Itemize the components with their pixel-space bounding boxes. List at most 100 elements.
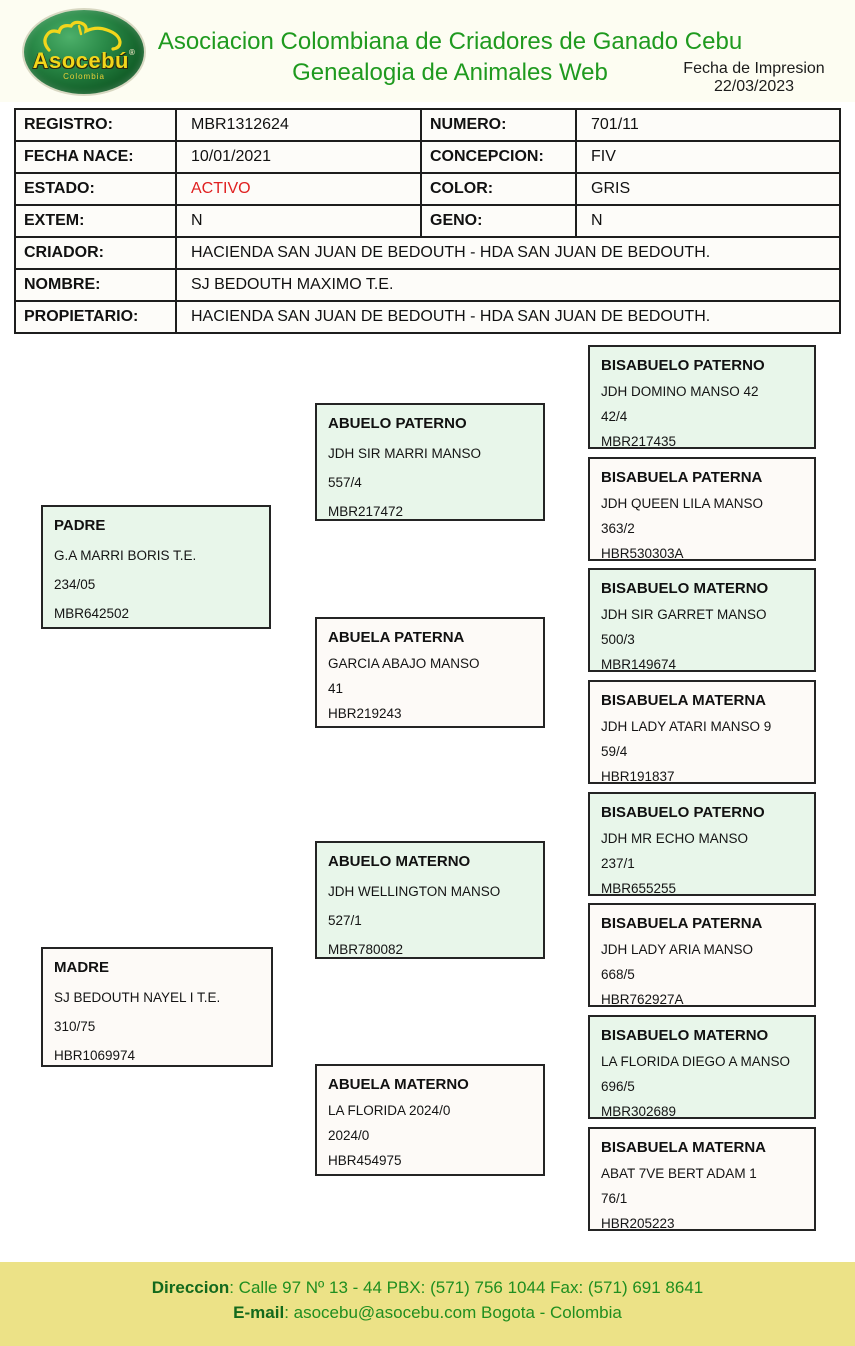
bisabuelo-number: 76/1: [601, 1191, 628, 1206]
extem-label: EXTEM:: [16, 206, 177, 236]
page-subtitle: Genealogia de Animales Web: [292, 59, 608, 86]
bisabuelo-registry: HBR205223: [601, 1216, 675, 1231]
padre-title: PADRE: [54, 517, 106, 534]
padre-name: G.A MARRI BORIS T.E.: [54, 548, 197, 563]
abuela-paterna-number: 41: [328, 681, 344, 696]
bisabuelo-number: 42/4: [601, 409, 628, 424]
abuela-materna-registry: HBR454975: [328, 1153, 402, 1168]
registered-trademark: ®: [129, 48, 136, 57]
numero-label: NUMERO:: [422, 110, 577, 140]
bisabuelo-box-6: BISABUELA PATERNA JDH LADY ARIA MANSO 66…: [588, 903, 816, 1007]
bisabuelo-box-2: BISABUELA PATERNA JDH QUEEN LILA MANSO 3…: [588, 457, 816, 561]
abuelo-paterno-registry: MBR217472: [328, 504, 404, 519]
table-row: PROPIETARIO: HACIENDA SAN JUAN DE BEDOUT…: [14, 300, 841, 334]
table-row: EXTEM: N GENO: N: [14, 204, 841, 238]
footer-address-line: Direccion: Calle 97 Nº 13 - 44 PBX: (571…: [0, 1275, 855, 1300]
bisabuelo-title: BISABUELA PATERNA: [601, 915, 763, 932]
page-title: Asociacion Colombiana de Criadores de Ga…: [157, 28, 743, 55]
color-label: COLOR:: [422, 174, 577, 204]
table-row: CRIADOR: HACIENDA SAN JUAN DE BEDOUTH - …: [14, 236, 841, 270]
bisabuelo-registry: MBR302689: [601, 1104, 677, 1119]
bisabuelo-box-1: BISABUELO PATERNO JDH DOMINO MANSO 42 42…: [588, 345, 816, 449]
print-info: Fecha de Impresion 22/03/2023: [659, 60, 849, 96]
footer-address-text: : Calle 97 Nº 13 - 44 PBX: (571) 756 104…: [229, 1278, 704, 1297]
bisabuelo-box-3: BISABUELO MATERNO JDH SIR GARRET MANSO 5…: [588, 568, 816, 672]
bisabuelo-title: BISABUELO PATERNO: [601, 804, 765, 821]
table-row: ESTADO: ACTIVO COLOR: GRIS: [14, 172, 841, 206]
madre-box: MADRE SJ BEDOUTH NAYEL I T.E. 310/75 HBR…: [41, 947, 273, 1067]
bisabuelo-number: 668/5: [601, 967, 635, 982]
bisabuelo-registry: HBR762927A: [601, 992, 684, 1007]
footer-email-line: E-mail: asocebu@asocebu.com Bogota - Col…: [0, 1300, 855, 1325]
bisabuelo-box-5: BISABUELO PATERNO JDH MR ECHO MANSO 237/…: [588, 792, 816, 896]
asocebu-logo: Asocebú® Colombia: [24, 10, 144, 94]
fecha-nace-label: FECHA NACE:: [16, 142, 177, 172]
abuelo-materno-title: ABUELO MATERNO: [328, 853, 471, 870]
abuelo-paterno-name: JDH SIR MARRI MANSO: [328, 446, 482, 461]
bisabuelo-number: 59/4: [601, 744, 628, 759]
abuela-paterna-box: ABUELA PATERNA GARCIA ABAJO MANSO 41 HBR…: [315, 617, 545, 728]
table-row: FECHA NACE: 10/01/2021 CONCEPCION: FIV: [14, 140, 841, 174]
bisabuelo-box-8: BISABUELA MATERNA ABAT 7VE BERT ADAM 1 7…: [588, 1127, 816, 1231]
abuelo-materno-number: 527/1: [328, 913, 362, 928]
bisabuelo-name: JDH LADY ATARI MANSO 9: [601, 719, 772, 734]
propietario-value: HACIENDA SAN JUAN DE BEDOUTH - HDA SAN J…: [191, 308, 711, 325]
color-value: GRIS: [591, 180, 631, 197]
bisabuelo-title: BISABUELA MATERNA: [601, 692, 766, 709]
bisabuelo-name: JDH MR ECHO MANSO: [601, 831, 749, 846]
nombre-value: SJ BEDOUTH MAXIMO T.E.: [191, 276, 394, 293]
abuelo-paterno-number: 557/4: [328, 475, 362, 490]
table-row: REGISTRO: MBR1312624 NUMERO: 701/11: [14, 108, 841, 142]
geno-value: N: [591, 212, 603, 229]
bisabuelo-number: 237/1: [601, 856, 635, 871]
bisabuelo-registry: HBR191837: [601, 769, 675, 784]
padre-number: 234/05: [54, 577, 96, 592]
bisabuelo-name: JDH DOMINO MANSO 42: [601, 384, 759, 399]
bisabuelo-title: BISABUELO MATERNO: [601, 580, 769, 597]
extem-value: N: [177, 206, 422, 236]
footer-email-text: : asocebu@asocebu.com Bogota - Colombia: [284, 1303, 622, 1322]
header-titles: Asociacion Colombiana de Criadores de Ga…: [150, 26, 750, 88]
abuela-paterna-name: GARCIA ABAJO MANSO: [328, 656, 480, 671]
bisabuelo-name: JDH SIR GARRET MANSO: [601, 607, 767, 622]
bisabuelo-registry: HBR530303A: [601, 546, 684, 561]
abuela-paterna-title: ABUELA PATERNA: [328, 629, 465, 646]
registro-label: REGISTRO:: [16, 110, 177, 140]
padre-box: PADRE G.A MARRI BORIS T.E. 234/05 MBR642…: [41, 505, 271, 629]
logo-sub-text: Colombia: [63, 72, 105, 81]
print-date-value: 22/03/2023: [713, 78, 795, 95]
fecha-nace-value: 10/01/2021: [177, 142, 422, 172]
criador-value: HACIENDA SAN JUAN DE BEDOUTH - HDA SAN J…: [191, 244, 711, 261]
zebu-cattle-icon: [43, 20, 122, 52]
criador-label: CRIADOR:: [16, 238, 177, 268]
abuelo-materno-name: JDH WELLINGTON MANSO: [328, 884, 501, 899]
nombre-label: NOMBRE:: [16, 270, 177, 300]
animal-info-table: REGISTRO: MBR1312624 NUMERO: 701/11 FECH…: [14, 108, 841, 334]
bisabuelo-title: BISABUELA PATERNA: [601, 469, 763, 486]
bisabuelo-name: ABAT 7VE BERT ADAM 1: [601, 1166, 757, 1181]
bisabuelo-number: 696/5: [601, 1079, 635, 1094]
geno-label: GENO:: [422, 206, 577, 236]
table-row: NOMBRE: SJ BEDOUTH MAXIMO T.E.: [14, 268, 841, 302]
bisabuelo-name: JDH QUEEN LILA MANSO: [601, 496, 764, 511]
logo-brand-text: Asocebú®: [32, 48, 136, 73]
bisabuelo-title: BISABUELO PATERNO: [601, 357, 765, 374]
padre-registry: MBR642502: [54, 606, 130, 621]
bisabuelo-title: BISABUELO MATERNO: [601, 1027, 769, 1044]
bisabuelo-box-4: BISABUELA MATERNA JDH LADY ATARI MANSO 9…: [588, 680, 816, 784]
registro-value: MBR1312624: [177, 110, 422, 140]
estado-label: ESTADO:: [16, 174, 177, 204]
print-date-label: Fecha de Impresion: [683, 60, 825, 77]
abuelo-materno-box: ABUELO MATERNO JDH WELLINGTON MANSO 527/…: [315, 841, 545, 959]
madre-title: MADRE: [54, 959, 109, 976]
abuelo-paterno-box: ABUELO PATERNO JDH SIR MARRI MANSO 557/4…: [315, 403, 545, 521]
bisabuelo-name: LA FLORIDA DIEGO A MANSO: [601, 1054, 791, 1069]
bisabuelo-registry: MBR149674: [601, 657, 677, 672]
bisabuelo-registry: MBR217435: [601, 434, 677, 449]
bisabuelo-name: JDH LADY ARIA MANSO: [601, 942, 754, 957]
numero-value: 701/11: [591, 116, 639, 133]
bisabuelo-box-7: BISABUELO MATERNO LA FLORIDA DIEGO A MAN…: [588, 1015, 816, 1119]
footer-email-label: E-mail: [233, 1303, 285, 1322]
estado-value: ACTIVO: [177, 174, 422, 204]
